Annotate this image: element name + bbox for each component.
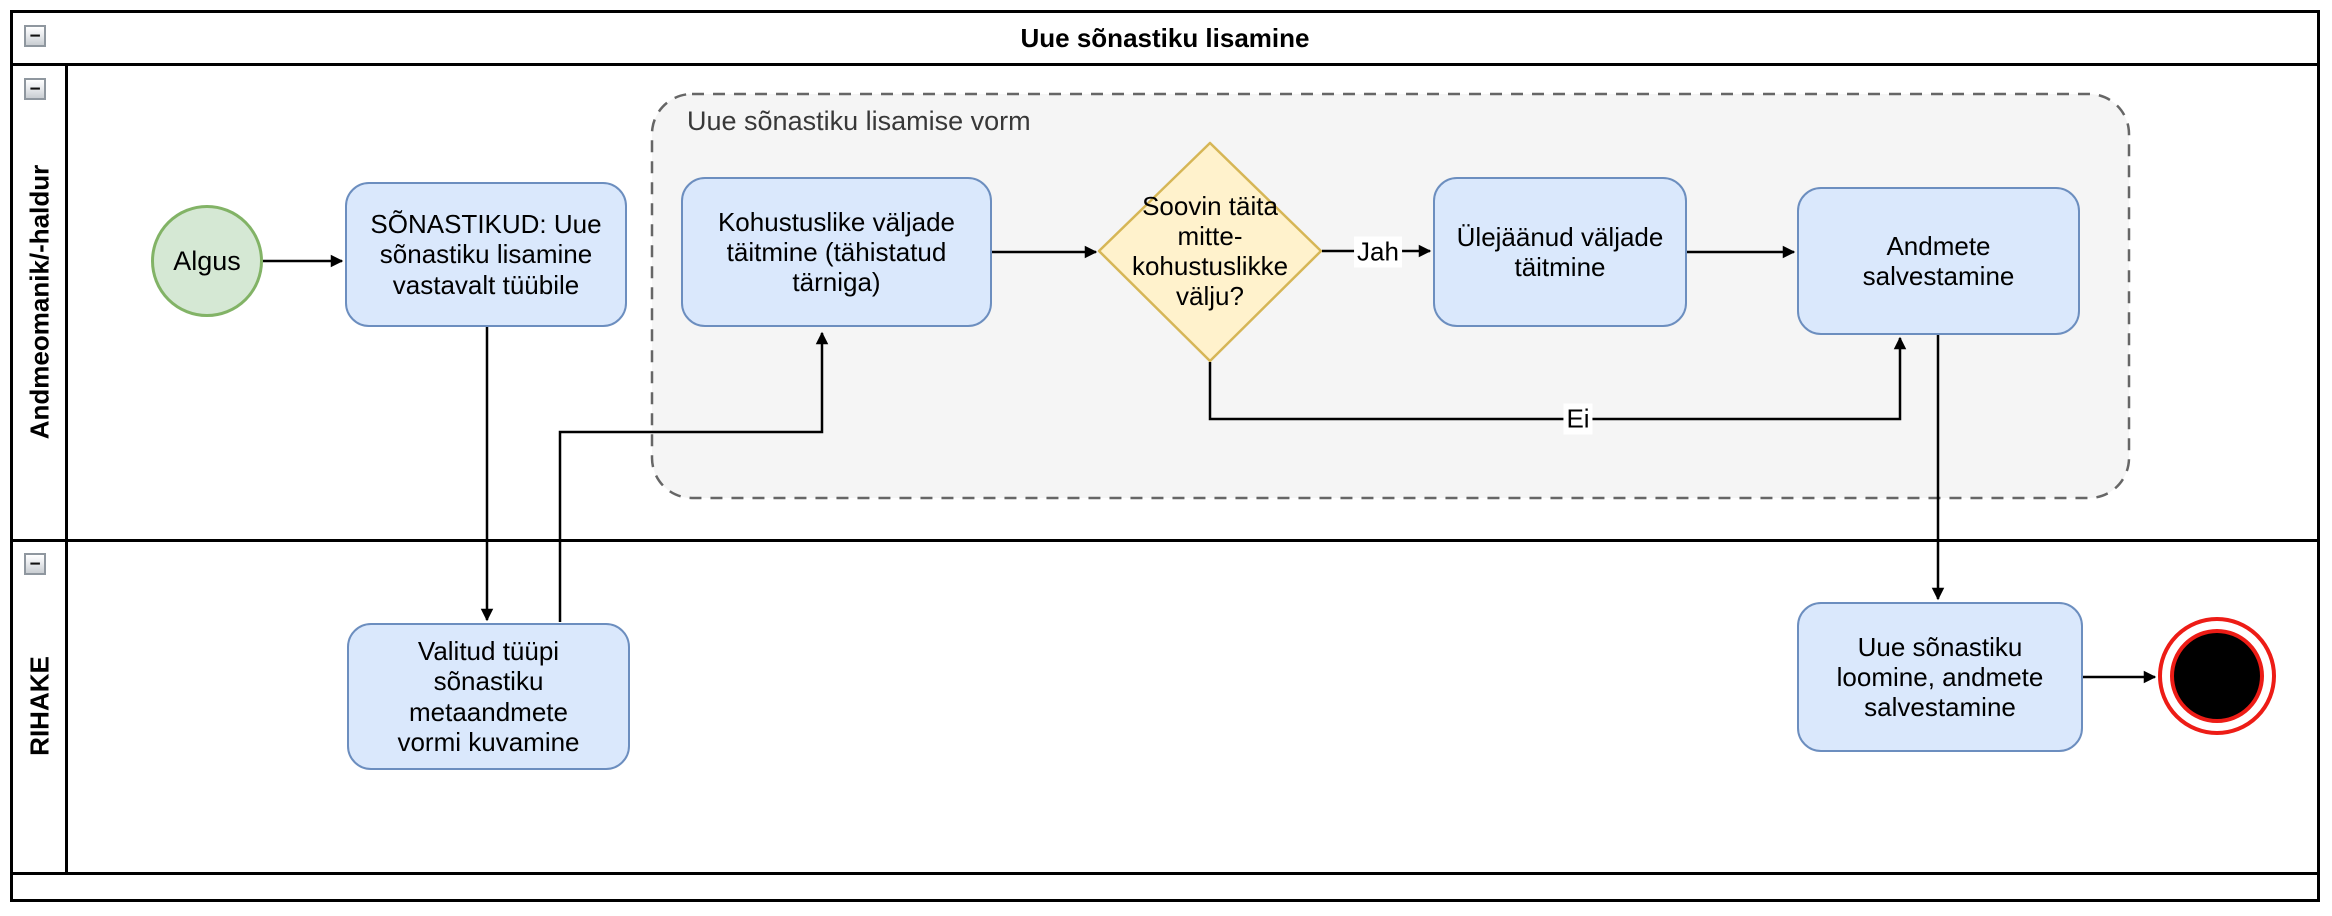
gateway-diamond[interactable] — [1097, 141, 1323, 363]
lane-label-column-divider — [65, 65, 68, 873]
minus-icon: − — [29, 78, 41, 100]
minus-icon: − — [29, 553, 41, 575]
task-label: Kohustuslike väljade täitmine (tähistatu… — [717, 206, 956, 298]
group-container[interactable] — [650, 92, 2131, 500]
end-event[interactable] — [2158, 617, 2276, 735]
task-label: Ülejäänud väljade täitmine — [1456, 221, 1664, 282]
task-kohustuslike[interactable]: Kohustuslike väljade täitmine (tähistatu… — [681, 177, 992, 327]
lane-bottom-divider — [10, 872, 2320, 875]
task-andmete[interactable]: Andmete salvestamine — [1797, 187, 2080, 335]
task-label: Valitud tüüpi sõnastiku metaandmete vorm… — [397, 636, 580, 757]
task-label: SÕNASTIKUD: Uue sõnastiku lisamine vasta… — [370, 209, 602, 300]
task-ulejaanud[interactable]: Ülejäänud väljade täitmine — [1433, 177, 1687, 327]
minus-icon: − — [29, 25, 41, 47]
group-label: Uue sõnastiku lisamise vorm — [687, 106, 1031, 136]
start-event-label: Algus — [173, 245, 241, 276]
pool-title-divider — [10, 63, 2320, 66]
end-event-inner-circle — [2170, 629, 2264, 723]
task-sonastikud[interactable]: SÕNASTIKUD: Uue sõnastiku lisamine vasta… — [345, 182, 627, 327]
task-loomine[interactable]: Uue sõnastiku loomine, andmete salvestam… — [1797, 602, 2083, 752]
lane2-collapse-button[interactable]: − — [24, 553, 46, 575]
task-label: Uue sõnastiku loomine, andmete salvestam… — [1836, 631, 2044, 723]
edge-valitud-to-kohustuslike — [558, 331, 829, 622]
pool-collapse-button[interactable]: − — [24, 25, 46, 47]
task-label: Andmete salvestamine — [1862, 230, 2015, 291]
pool-title-text: Uue sõnastiku lisamine — [1020, 22, 1310, 53]
edge-label-ei: Ei — [1563, 403, 1593, 435]
edge-label-jah: Jah — [1354, 236, 1402, 268]
gateway-question: Soovin täita mitte-kohustuslikke välju? — [1131, 190, 1289, 312]
task-valitud[interactable]: Valitud tüüpi sõnastiku metaandmete vorm… — [347, 623, 630, 770]
edge-gateway-ei-to-andmete — [1208, 336, 1907, 421]
pool-title: Uue sõnastiku lisamine — [10, 13, 2320, 63]
start-event[interactable]: Algus — [151, 205, 263, 317]
lane1-collapse-button[interactable]: − — [24, 78, 46, 100]
pool-border — [10, 10, 2320, 902]
lane-divider — [10, 539, 2320, 542]
